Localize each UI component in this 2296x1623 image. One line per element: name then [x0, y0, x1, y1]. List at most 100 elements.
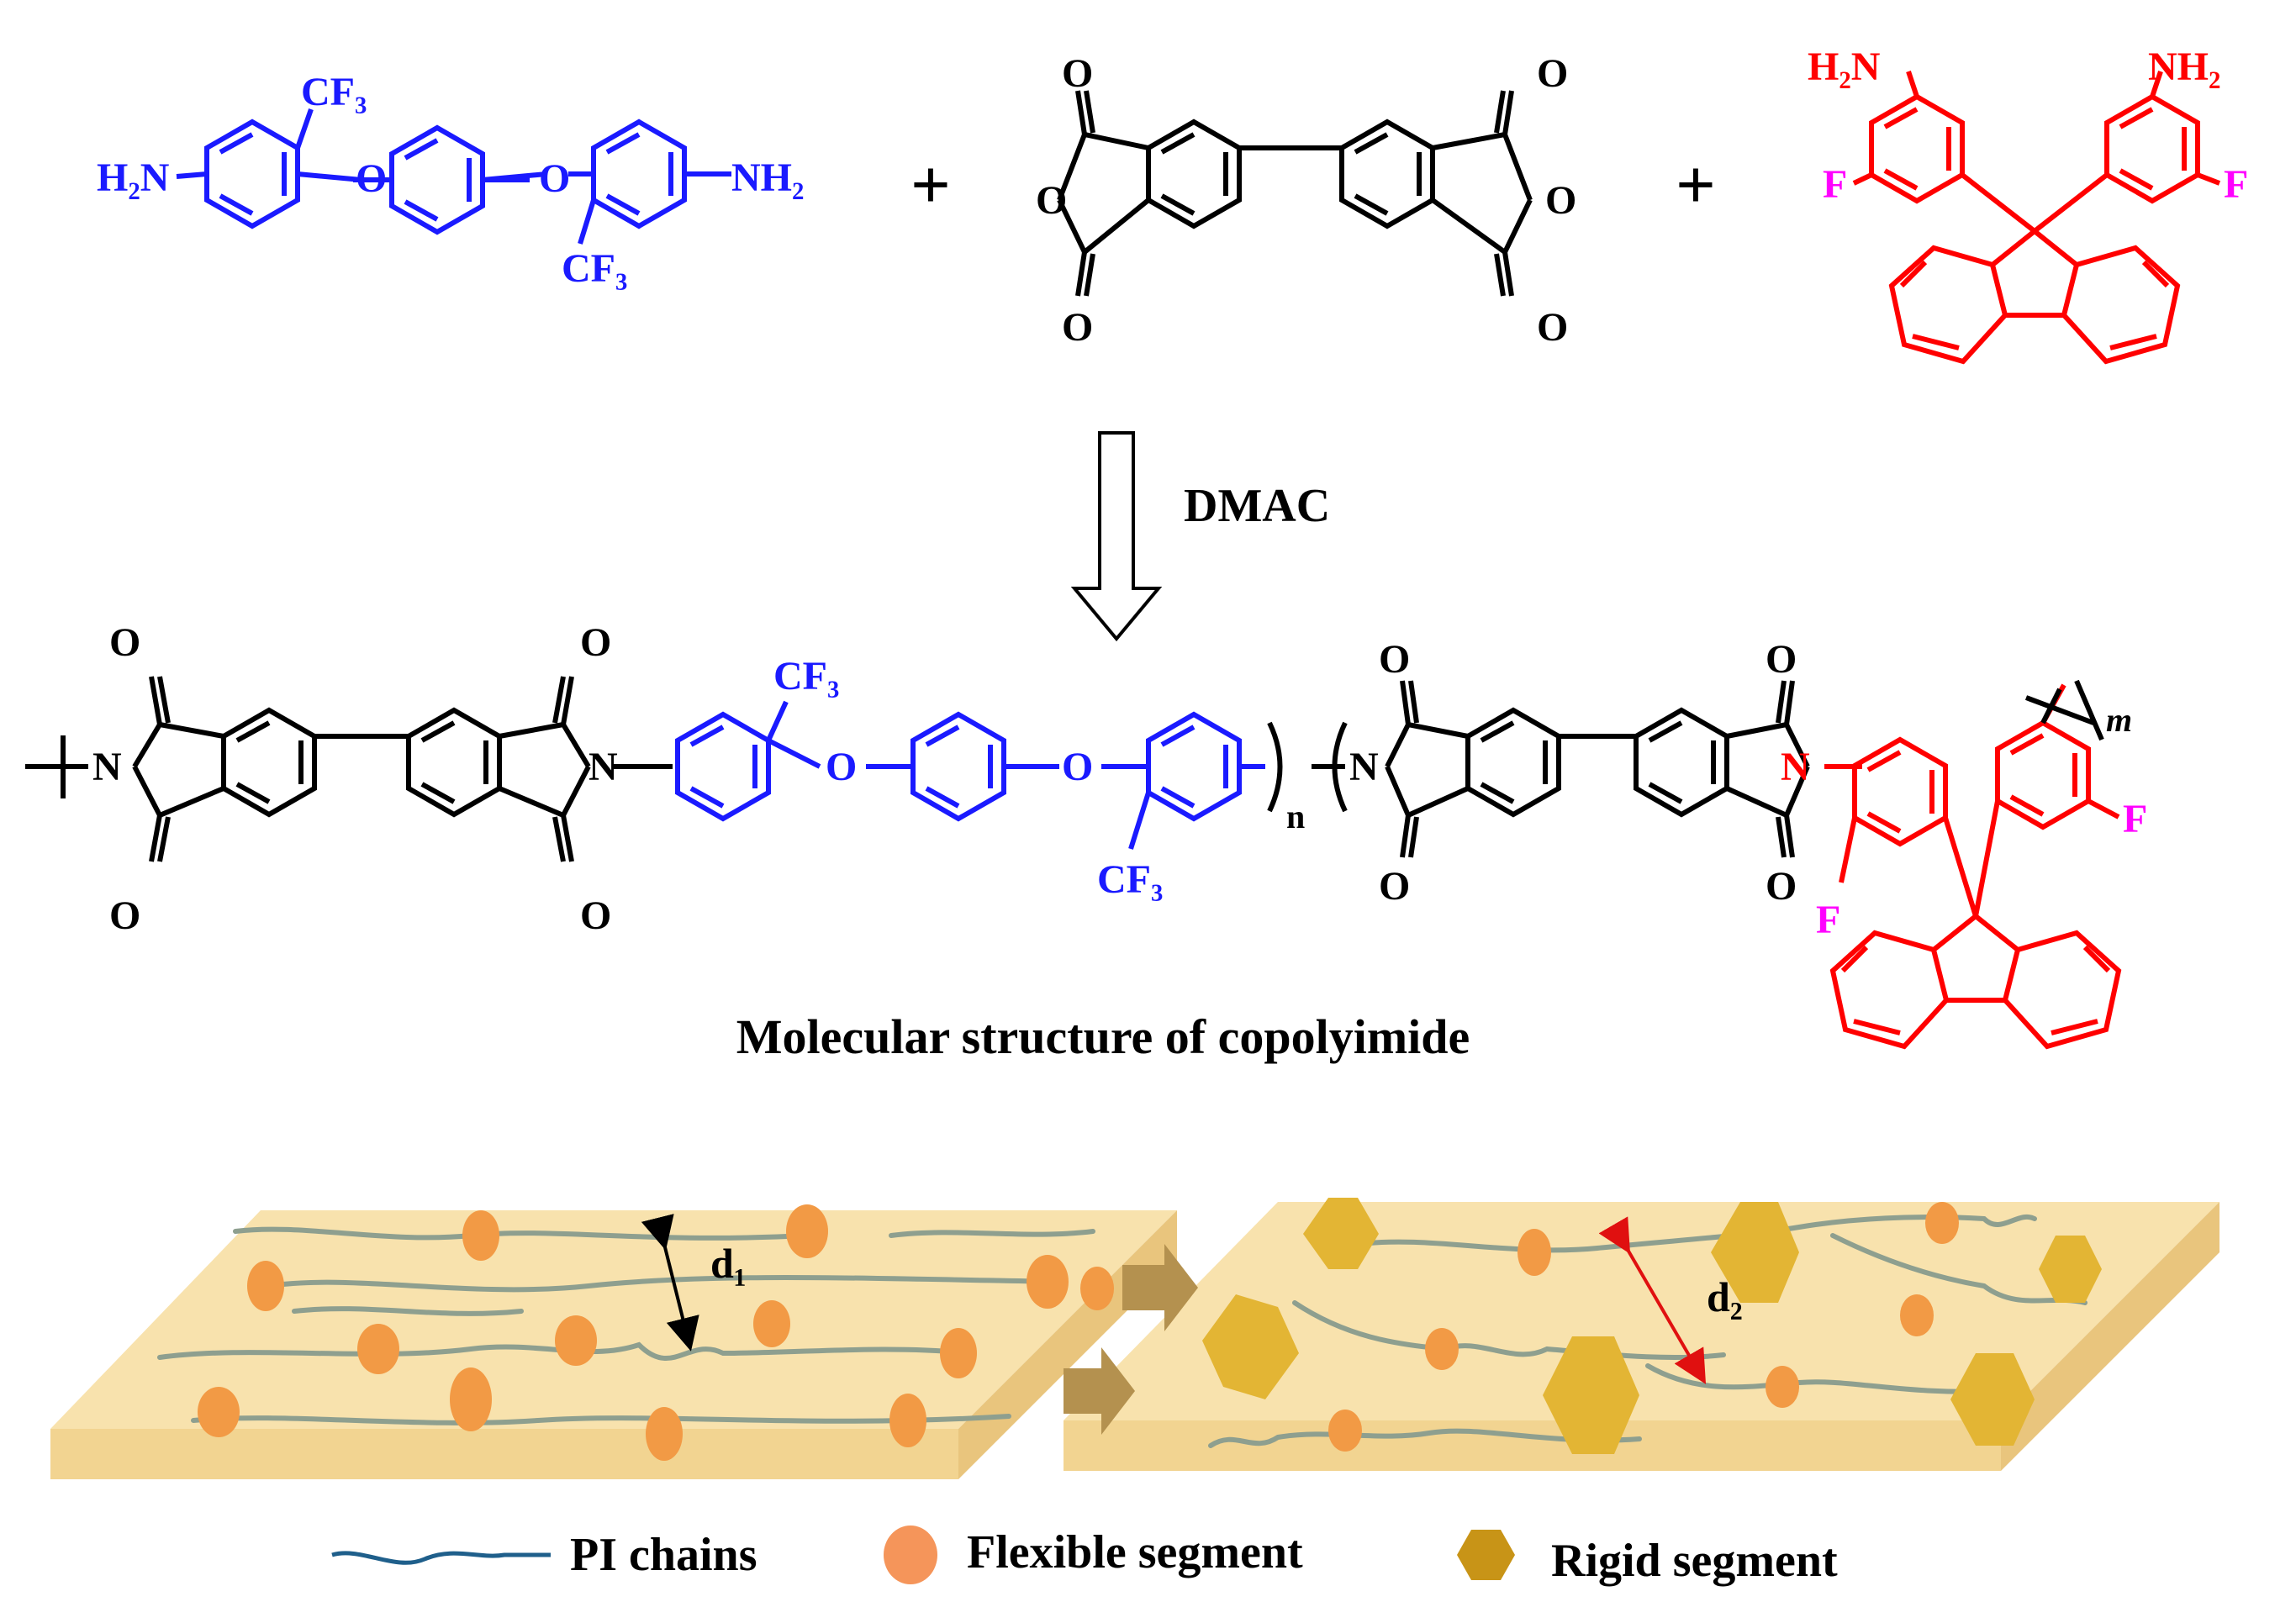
flexible-segment [198, 1387, 240, 1437]
m3-fluorene-five [1989, 228, 2080, 318]
slab-left [50, 1210, 1177, 1479]
slab-right-side [2001, 1202, 2219, 1471]
flexible-segments-right [1328, 1202, 1959, 1452]
flexible-segment [555, 1315, 597, 1366]
m1-cf3-bottom: CF₃ [562, 246, 627, 291]
monomer3-labels: H₂N NH₂ F F [1808, 45, 2248, 207]
poly-sub-n: n [1286, 798, 1305, 835]
polymer-caption: Molecular structure of copolyimide [736, 1009, 1470, 1064]
bpda-o-5: O [1545, 178, 1576, 223]
bpda-ring-left-inner [1160, 132, 1228, 216]
poly-f-left: F [1816, 898, 1840, 942]
rigid-segment [1950, 1353, 2035, 1446]
m1-o-left: O [356, 156, 387, 201]
copolyimide-structure [25, 676, 2122, 1050]
plus-1: + [910, 146, 951, 224]
flexible-segment [940, 1328, 977, 1378]
m3-f-left: F [1823, 162, 1847, 207]
poly-o-2: O [109, 893, 140, 938]
bpda-o-1: O [1062, 51, 1093, 96]
flexible-segment [1425, 1328, 1459, 1370]
poly-ether-o-2: O [1062, 745, 1093, 789]
bpda-o-2: O [1036, 178, 1067, 223]
reaction-arrow [1070, 431, 1163, 642]
poly-f-right: F [2123, 797, 2147, 841]
chain-right-5 [1208, 1428, 1642, 1448]
flexible-segment [1517, 1229, 1551, 1276]
m3-h2n: H₂N [1808, 45, 1881, 89]
polymer-labels: N N O O O O CF₃ O O CF₃ n N O O O O N F … [92, 620, 2147, 942]
red-fluorene-segment [1824, 683, 2122, 1050]
m3-ring-right-inner [2119, 107, 2187, 191]
bracket-n [1267, 721, 1348, 813]
dianhydride-labels: O O O O O O [1036, 51, 1576, 350]
diamine-monomer-1 [176, 108, 731, 245]
flexible-segments-left [198, 1204, 1114, 1461]
flexible-segment [889, 1394, 926, 1447]
flexible-segment [357, 1324, 399, 1374]
chain-left-2 [889, 1229, 1095, 1238]
bpda-o-4: O [1537, 51, 1568, 96]
flexible-segment [786, 1204, 828, 1258]
m3-nh2: NH₂ [2148, 45, 2220, 89]
rigid-segment [1303, 1198, 1379, 1269]
bpda-carbonyls [1075, 90, 1514, 297]
transition-arrow [1064, 1347, 1135, 1435]
slab-left-front [50, 1429, 958, 1479]
poly-n-2: N [589, 745, 618, 789]
imide-unit-2 [1385, 680, 1810, 858]
rigid-segment [1202, 1294, 1299, 1399]
slab-right-front [1064, 1420, 2001, 1471]
bpda-anhydride-left [1057, 131, 1150, 256]
legend: PI chains Flexible segment Rigid segment [331, 1526, 1838, 1587]
ring-2 [389, 124, 485, 235]
poly-cf3-bottom: CF₃ [1097, 857, 1163, 902]
solvent-label: DMAC [1184, 480, 1330, 532]
bpda-anhydride-right [1431, 131, 1533, 256]
m3-fluorene-inner [1899, 260, 2170, 350]
m1-cf3-top: CF₃ [301, 70, 367, 114]
m3-fluorene-right [2061, 245, 2181, 365]
m3-ring-left [1869, 93, 1965, 204]
poly-cf3-top: CF₃ [773, 654, 839, 698]
poly-o-5: O [1379, 637, 1410, 682]
chain-right-2 [1830, 1233, 2088, 1305]
poly-o-6: O [1379, 864, 1410, 909]
d2-arrow [1598, 1216, 1707, 1384]
bpda-o-3: O [1062, 305, 1093, 350]
poly-sub-m: m [2106, 701, 2132, 739]
poly-n-1: N [92, 745, 122, 789]
transition-arrow [1122, 1244, 1198, 1331]
rigid-segment [1711, 1202, 1799, 1303]
ring-2-inner [404, 138, 472, 222]
flexible-segment [646, 1407, 683, 1461]
bracket-m [2024, 679, 2104, 741]
bracket-left [25, 735, 88, 798]
poly-o-1: O [109, 620, 140, 665]
flexible-segment [247, 1261, 284, 1311]
d1-label: d₁ [710, 1240, 747, 1287]
legend-rigid-icon [1457, 1530, 1515, 1580]
ring-1-inner [219, 132, 287, 216]
chain-left-3 [267, 1275, 1062, 1293]
m3-f-right: F [2224, 162, 2248, 207]
poly-o-8: O [1766, 864, 1797, 909]
m3-fluorene-left [1888, 245, 2008, 365]
slab-left-top [50, 1210, 1177, 1429]
flexible-segment [1080, 1267, 1114, 1310]
m1-o-right: O [539, 156, 570, 201]
chain-left-4 [157, 1341, 969, 1362]
ring-3-inner [605, 132, 673, 216]
chain-left-5 [191, 1414, 1011, 1425]
m3-ring-right [2104, 93, 2200, 204]
flexible-segment [1900, 1294, 1934, 1336]
legend-chain-icon [331, 1551, 551, 1565]
flexible-segment [462, 1210, 499, 1261]
poly-n-3: N [1349, 745, 1379, 789]
flexible-segment [1328, 1410, 1362, 1452]
poly-n-4: N [1781, 745, 1810, 789]
ring-3 [591, 119, 687, 229]
flexible-segment [1766, 1366, 1799, 1408]
